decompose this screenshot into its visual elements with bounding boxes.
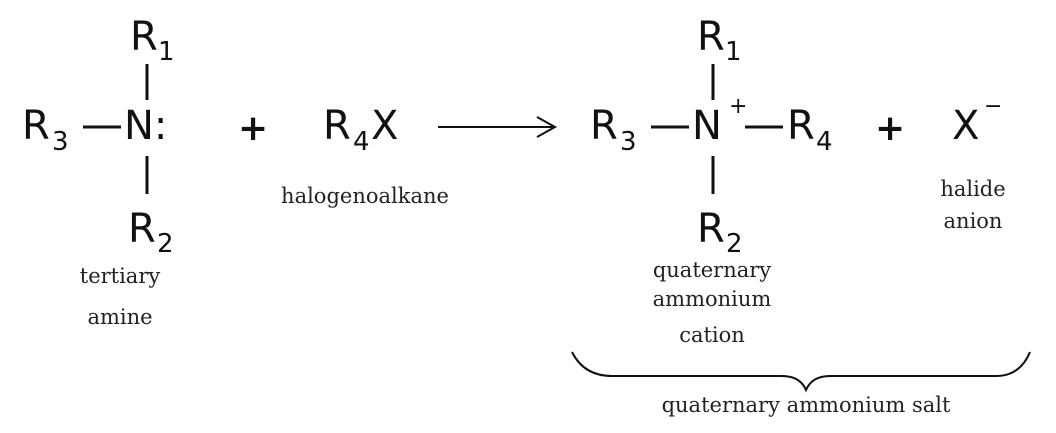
reaction-arrow bbox=[438, 116, 558, 138]
halide-x: X bbox=[371, 103, 398, 149]
anion-caption-line1: halide bbox=[940, 177, 1005, 201]
amine-r2: R bbox=[128, 206, 156, 252]
anion-charge: − bbox=[984, 94, 1002, 119]
cation-r3: R bbox=[590, 103, 618, 149]
amine-r1: R bbox=[130, 14, 158, 60]
amine-r2-subscript: 2 bbox=[157, 229, 174, 259]
amine-r1-subscript: 1 bbox=[158, 37, 175, 67]
cation-caption-line2: ammonium bbox=[653, 287, 772, 311]
cation-charge: + bbox=[729, 94, 747, 119]
halide-r4: R bbox=[323, 103, 351, 149]
cation-r2: R bbox=[697, 206, 725, 252]
cation-r4: R bbox=[787, 103, 815, 149]
salt-label: quaternary ammonium salt bbox=[662, 393, 951, 417]
anion-caption-line2: anion bbox=[944, 209, 1003, 233]
cation-nitrogen: N bbox=[692, 103, 722, 149]
cation-r1-subscript: 1 bbox=[725, 37, 742, 67]
cation-r4-subscript: 4 bbox=[816, 127, 833, 157]
plus-sign-2: + bbox=[875, 108, 905, 149]
halogenoalkane: R 4 X halogenoalkane bbox=[281, 103, 449, 208]
halide-caption: halogenoalkane bbox=[281, 184, 449, 208]
amine-nitrogen: N: bbox=[124, 103, 167, 149]
halide-anion: X − halide anion bbox=[940, 94, 1005, 233]
salt-brace bbox=[571, 351, 1031, 393]
cation-r1: R bbox=[697, 14, 725, 60]
amine-caption-line2: amine bbox=[87, 305, 152, 329]
quaternary-ammonium-cation: R 1 R 3 N + R 4 R 2 quaternary ammonium … bbox=[590, 14, 833, 347]
amine-r3: R bbox=[22, 103, 50, 149]
halide-r4-subscript: 4 bbox=[353, 127, 370, 157]
amine-caption-line1: tertiary bbox=[80, 264, 161, 288]
cation-r2-subscript: 2 bbox=[726, 229, 743, 259]
cation-r3-subscript: 3 bbox=[620, 127, 637, 157]
tertiary-amine: R 1 R 3 N: R 2 tertiary amine bbox=[22, 14, 175, 329]
cation-caption-line3: cation bbox=[679, 323, 745, 347]
amine-r3-subscript: 3 bbox=[52, 127, 69, 157]
plus-sign-1: + bbox=[238, 108, 268, 149]
anion-x: X bbox=[952, 103, 979, 149]
cation-caption-line1: quaternary bbox=[653, 258, 771, 282]
